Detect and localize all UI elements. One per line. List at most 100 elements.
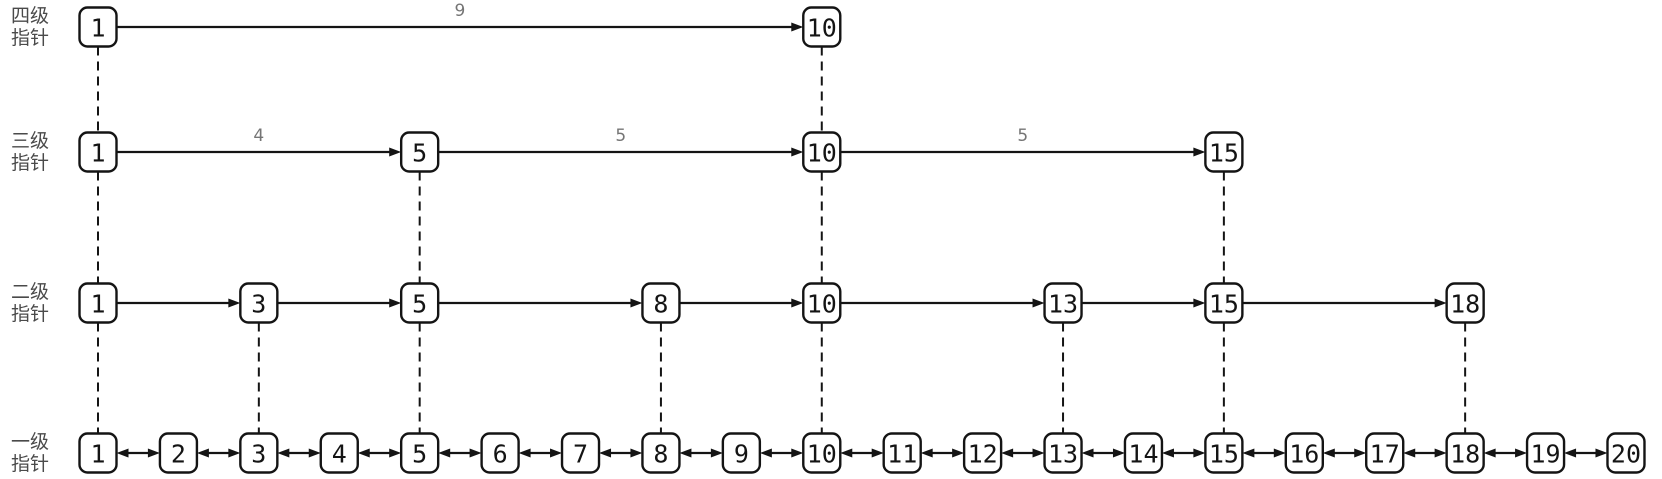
node-value-level-1-2: 2 [171,440,186,469]
arrowhead-forward-level-1-7 [550,448,563,458]
row-label-line: 四级 [10,5,49,27]
node-value-level-2-18: 18 [1450,290,1480,319]
arrowhead-back-level-1-17 [1403,448,1416,458]
node-value-level-2-1: 1 [90,290,105,319]
node-box-level-1-4 [319,432,359,474]
arrowhead-forward-level-1-8 [630,448,643,458]
node-box-level-1-2 [158,432,199,474]
node-box-level-1-11 [882,432,922,474]
edge-label-level-3-10-15: 5 [1017,126,1028,146]
node-value-level-2-5: 5 [412,290,427,319]
row-label-line: 指针 [10,27,49,49]
arrowhead-forward-level-1-20 [1595,448,1608,458]
node-value-level-1-12: 12 [968,440,998,469]
node-value-level-2-13: 13 [1048,290,1078,319]
row-label-line: 指针 [10,453,49,475]
node-box-level-1-18 [1445,432,1485,474]
node-value-level-1-17: 17 [1370,440,1400,469]
arrowhead-forward-level-2-18 [1434,298,1447,308]
node-box-level-1-1 [78,432,118,474]
node-box-level-3-10 [802,131,842,173]
node-box-level-2-15 [1204,282,1244,324]
arrowhead-forward-level-1-11 [871,448,884,458]
node-value-level-1-18: 18 [1450,440,1480,469]
node-value-level-3-1: 1 [90,139,105,168]
node-value-level-1-20: 20 [1611,440,1641,469]
arrowhead-forward-level-1-13 [1032,448,1045,458]
arrowhead-back-level-1-1 [116,448,129,458]
node-box-level-2-10 [802,282,842,324]
arrowhead-forward-level-1-14 [1112,448,1125,458]
node-box-level-1-15 [1204,432,1244,474]
node-box-level-1-9 [721,432,762,474]
node-value-level-1-8: 8 [653,440,668,469]
arrowhead-forward-level-3-5 [389,147,402,157]
node-value-level-1-13: 13 [1048,440,1078,469]
arrowhead-forward-level-1-18 [1434,448,1447,458]
node-value-level-4-1: 1 [90,14,105,43]
row-label-level-3: 三级 指针 [2,130,58,174]
arrowhead-forward-level-2-10 [791,298,804,308]
node-box-level-1-16 [1284,432,1325,474]
node-value-level-1-16: 16 [1289,440,1319,469]
arrowhead-back-level-1-7 [599,448,612,458]
arrowhead-back-level-1-5 [438,448,451,458]
arrowhead-back-level-1-3 [277,448,290,458]
node-value-level-1-7: 7 [573,440,588,469]
node-value-level-1-14: 14 [1128,440,1158,469]
arrowhead-back-level-1-2 [196,448,209,458]
node-box-level-1-20 [1606,432,1646,474]
arrowhead-forward-level-1-19 [1515,448,1528,458]
arrowhead-forward-level-2-15 [1193,298,1206,308]
node-value-level-1-19: 19 [1531,440,1561,469]
node-value-level-1-4: 4 [332,440,347,469]
node-box-level-2-8 [641,282,681,324]
node-value-level-2-8: 8 [653,290,668,319]
node-box-level-1-10 [802,432,842,474]
arrowhead-back-level-1-6 [518,448,531,458]
node-box-level-1-3 [239,432,279,474]
node-box-level-1-12 [962,432,1003,474]
node-box-level-4-10 [802,6,842,48]
row-label-line: 三级 [10,130,49,152]
node-box-level-2-13 [1043,282,1083,324]
node-box-level-3-15 [1204,131,1244,173]
arrowhead-forward-level-1-9 [710,448,723,458]
arrowhead-back-level-1-19 [1564,448,1577,458]
arrowhead-back-level-1-12 [1001,448,1014,458]
arrowhead-forward-level-4-10 [791,22,804,32]
edge-label-level-3-5-10: 5 [615,126,626,146]
node-value-level-2-3: 3 [251,290,266,319]
arrowhead-back-level-1-4 [357,448,370,458]
arrowhead-forward-level-2-5 [389,298,402,308]
arrowhead-back-level-1-11 [920,448,933,458]
node-value-level-1-10: 10 [807,440,837,469]
node-value-level-1-3: 3 [251,440,266,469]
node-value-level-1-6: 6 [493,440,508,469]
row-label-line: 指针 [10,152,49,174]
node-box-level-1-7 [560,432,601,474]
arrowhead-forward-level-1-12 [952,448,965,458]
arrowhead-forward-level-1-10 [791,448,804,458]
arrowhead-forward-level-1-5 [389,448,402,458]
node-value-level-1-5: 5 [412,440,427,469]
arrowhead-forward-level-2-3 [228,298,241,308]
node-box-level-4-1 [78,6,118,48]
edge-label-level-4-1-10: 9 [454,1,465,21]
arrowhead-back-level-1-10 [840,448,853,458]
node-box-level-2-3 [239,282,279,324]
row-label-line: 二级 [10,281,49,303]
node-box-level-1-13 [1043,432,1083,474]
edge-label-level-3-1-5: 4 [253,126,264,146]
node-box-level-1-5 [399,432,440,474]
node-value-level-2-10: 10 [807,290,837,319]
arrowhead-forward-level-2-8 [630,298,643,308]
node-value-level-3-15: 15 [1209,139,1239,168]
arrowhead-forward-level-1-2 [147,448,160,458]
node-value-level-3-5: 5 [412,139,427,168]
arrowhead-forward-level-1-4 [308,448,321,458]
row-label-level-1: 一级 指针 [2,431,58,475]
arrowhead-forward-level-1-6 [469,448,482,458]
row-label-line: 一级 [10,431,49,453]
